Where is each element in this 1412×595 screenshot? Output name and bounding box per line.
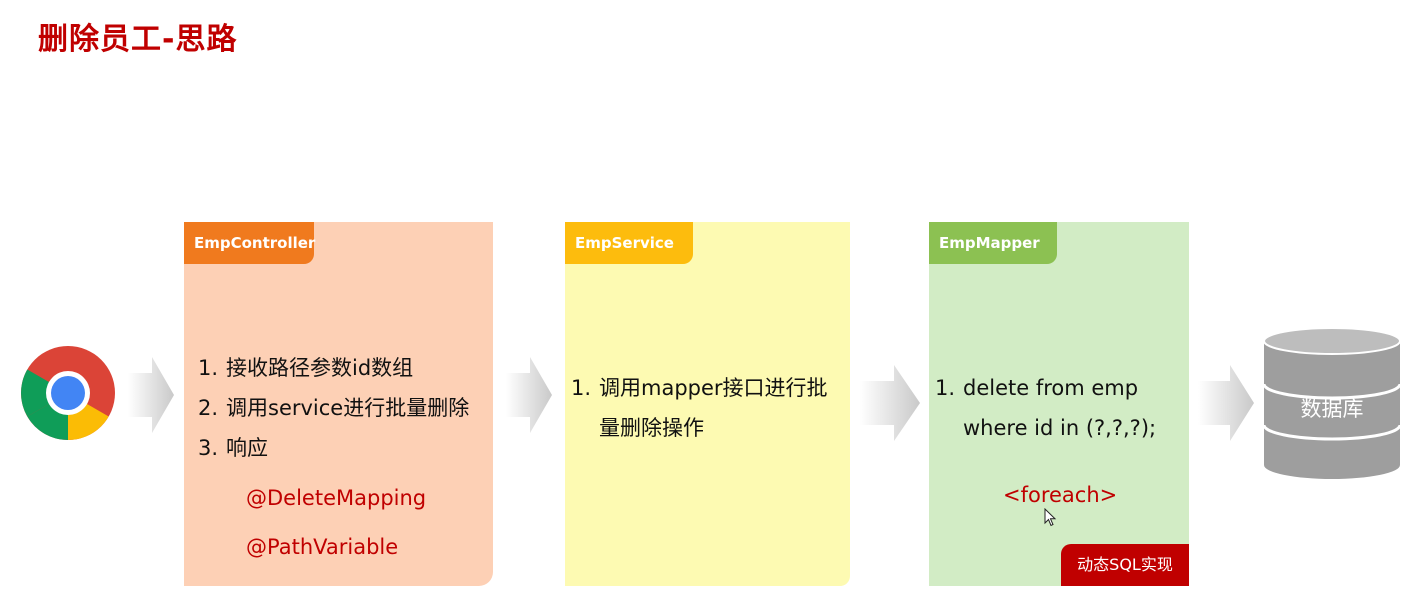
dynamic-sql-badge: 动态SQL实现 [1061, 544, 1189, 586]
path-variable-annotation: @PathVariable [246, 535, 399, 559]
step-number: 3. [198, 436, 219, 460]
step-item: 3. 响应 [198, 428, 488, 468]
step-item: 1. 接收路径参数id数组 [198, 348, 488, 388]
mapper-steps: 1. delete from emp where id in (?,?,?); [935, 368, 1185, 448]
step-item: 2. 调用service进行批量删除 [198, 388, 488, 428]
step-text: 调用mapper接口进行批量删除操作 [599, 376, 828, 440]
step-text: 响应 [226, 436, 268, 460]
step-text: 接收路径参数id数组 [226, 356, 414, 380]
database-icon [1262, 327, 1402, 479]
step-number: 1. [935, 376, 956, 400]
page-title: 删除员工-思路 [38, 22, 238, 57]
emp-mapper-box: EmpMapper 1. delete from emp where id in … [929, 222, 1189, 586]
emp-service-tab: EmpService [565, 222, 693, 264]
step-text: 调用service进行批量删除 [226, 396, 470, 420]
emp-service-box: EmpService 1. 调用mapper接口进行批量删除操作 [565, 222, 850, 586]
mouse-cursor-icon [1044, 508, 1057, 527]
chrome-icon [21, 346, 115, 440]
service-steps: 1. 调用mapper接口进行批量删除操作 [571, 368, 841, 448]
step-number: 1. [571, 376, 592, 400]
step-text: delete from emp where id in (?,?,?); [963, 376, 1157, 440]
controller-steps: 1. 接收路径参数id数组 2. 调用service进行批量删除 3. 响应 [198, 348, 488, 468]
emp-mapper-tab: EmpMapper [929, 222, 1057, 264]
foreach-annotation: <foreach> [1003, 483, 1118, 507]
arrow-icon [1198, 365, 1254, 441]
arrow-icon [860, 365, 920, 441]
step-number: 2. [198, 396, 219, 420]
delete-mapping-annotation: @DeleteMapping [246, 486, 427, 510]
emp-controller-box: EmpController 1. 接收路径参数id数组 2. 调用service进行… [184, 222, 493, 586]
step-item: 1. delete from emp where id in (?,?,?); [935, 368, 1185, 448]
step-item: 1. 调用mapper接口进行批量删除操作 [571, 368, 841, 448]
database-label: 数据库 [1300, 397, 1364, 421]
arrow-icon [128, 357, 174, 433]
arrow-icon [506, 357, 552, 433]
step-number: 1. [198, 356, 219, 380]
emp-controller-tab: EmpController [184, 222, 315, 264]
